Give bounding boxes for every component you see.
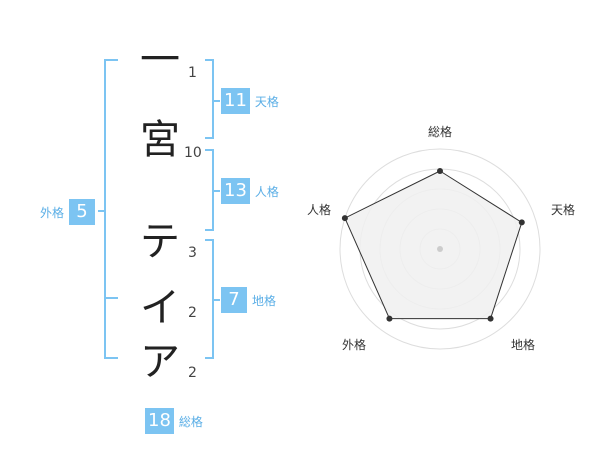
char-3: テ (140, 219, 180, 265)
radar-point (487, 315, 494, 322)
jinkaku-label: 人格 (254, 184, 279, 199)
chikaku-badge: 7 地格 (221, 287, 276, 313)
jinkaku-badge: 13 人格 (221, 178, 279, 204)
radar-label-gaikaku: 外格 (342, 338, 367, 352)
radar-point (386, 315, 393, 322)
jinkaku-value: 13 (221, 178, 250, 204)
tenkaku-badge: 11 天格 (221, 88, 279, 114)
char-1: 一 (140, 37, 180, 83)
radar-label-tenkaku: 天格 (551, 203, 576, 217)
char-2: 宮 (140, 117, 180, 163)
radar-label-chikaku: 地格 (511, 338, 536, 352)
stroke-count-2: 10 (184, 145, 202, 161)
radar-label-jinkaku: 人格 (307, 203, 332, 217)
chikaku-value: 7 (221, 287, 247, 313)
radar-polygon (344, 170, 523, 320)
chikaku-label: 地格 (252, 293, 277, 308)
radar-center (437, 246, 443, 252)
char-5: ア (140, 339, 180, 385)
stroke-count-3: 3 (188, 245, 197, 261)
tenkaku-label: 天格 (254, 94, 279, 109)
gaikaku-value: 5 (69, 199, 96, 225)
char-4: イ (140, 285, 180, 331)
soukaku-badge: 18 総格 (145, 408, 203, 434)
gaikaku-bracket (104, 59, 118, 359)
stroke-count-5: 2 (188, 365, 197, 381)
radar-label-soukaku: 総格 (428, 125, 453, 139)
radar-point (437, 168, 443, 174)
tenkaku-value: 11 (221, 88, 250, 114)
gaikaku-label: 外格 (40, 205, 65, 220)
stroke-count-4: 2 (188, 305, 197, 321)
radar-point (341, 215, 348, 222)
radar-point (518, 219, 525, 226)
tenkaku-bracket (205, 59, 214, 139)
soukaku-label: 総格 (178, 414, 203, 429)
gaikaku-badge: 外格 5 (40, 199, 96, 225)
stroke-count-1: 1 (188, 65, 197, 81)
soukaku-value: 18 (145, 408, 174, 434)
